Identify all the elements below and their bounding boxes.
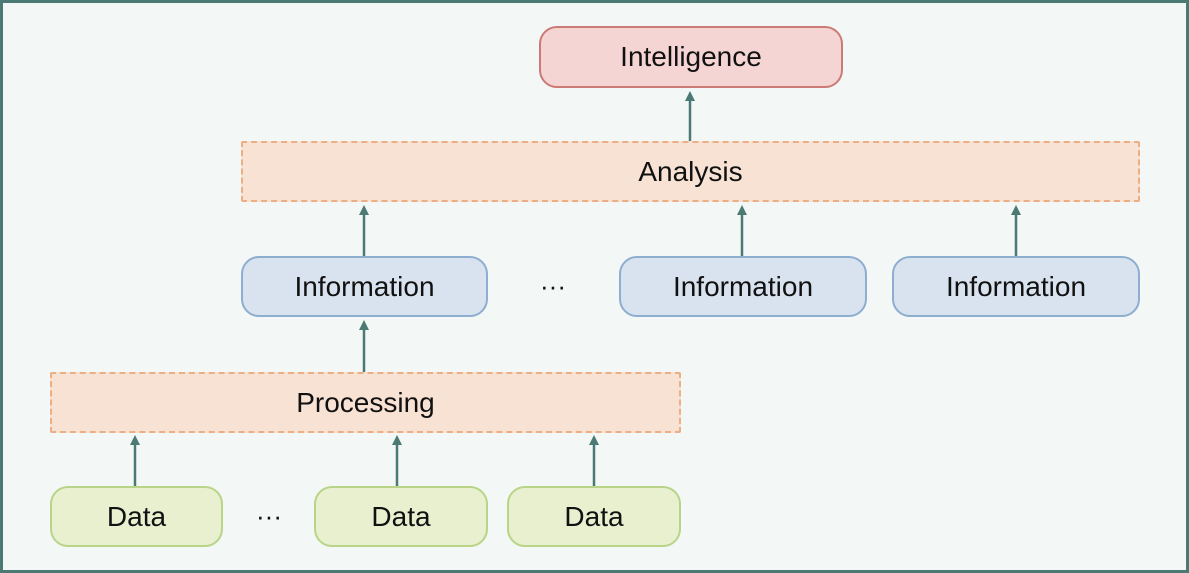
data-node-1: Data [50,486,223,547]
intelligence-node: Intelligence [539,26,843,88]
information-node-3: Information [892,256,1140,317]
information-node-1: Information [241,256,488,317]
data-node-2: Data [314,486,488,547]
data-ellipsis: ··· [256,500,282,531]
data-node-3: Data [507,486,681,547]
analysis-node: Analysis [241,141,1140,202]
processing-node: Processing [50,372,681,433]
information-node-2: Information [619,256,867,317]
information-ellipsis: ··· [540,270,566,301]
